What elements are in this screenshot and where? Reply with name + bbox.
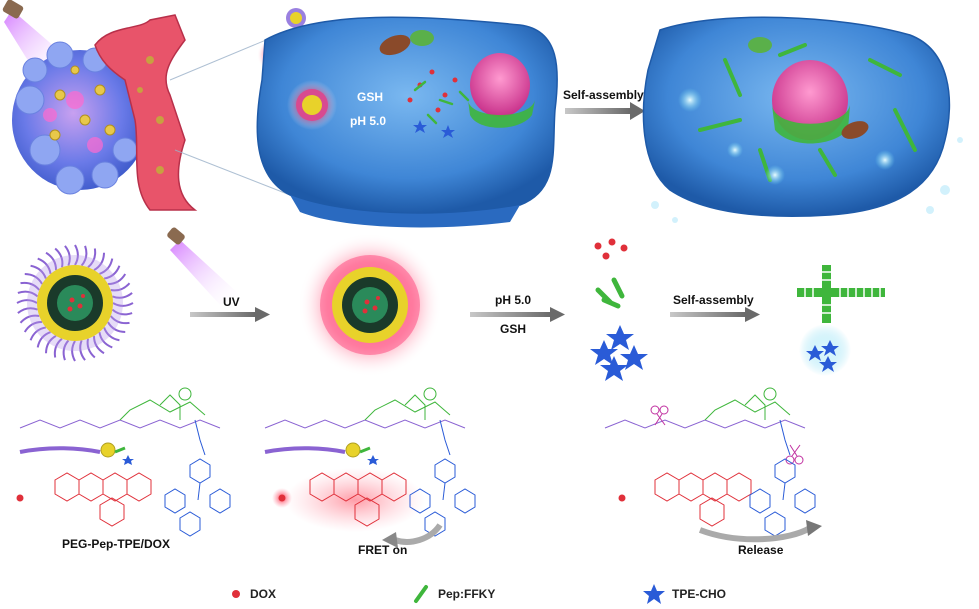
peg-strand xyxy=(37,257,52,275)
legend-tpe-icon xyxy=(643,584,665,604)
peg-strand xyxy=(64,245,71,266)
top-self-assembly-label: Self-assembly xyxy=(563,88,644,102)
peg-strand xyxy=(103,327,120,342)
peg-strand xyxy=(80,245,88,267)
peg-strand xyxy=(74,244,79,266)
peg-strand xyxy=(99,258,114,275)
caption-fret-on: FRET on xyxy=(358,543,408,557)
fiber-cross xyxy=(797,265,885,323)
peg-strand xyxy=(71,340,76,362)
legend-dox-label: DOX xyxy=(250,587,277,601)
uv-lamp-middle xyxy=(167,227,240,305)
peg-strand xyxy=(109,315,130,325)
cell-before xyxy=(256,16,559,228)
legend xyxy=(232,584,665,604)
cell-after xyxy=(642,16,963,223)
structure-left xyxy=(16,387,231,537)
middle-panel xyxy=(16,227,885,381)
uv-arrow xyxy=(190,307,270,322)
peg-strand xyxy=(110,282,131,292)
peg-strand xyxy=(53,337,63,358)
top-ph-label: pH 5.0 xyxy=(350,114,387,128)
peg-strand xyxy=(16,299,38,304)
peg-strand xyxy=(24,273,43,285)
peg-strand xyxy=(54,247,64,268)
aie-aggregates xyxy=(678,88,895,185)
caption-peg-pep-tpe-dox: PEG-Pep-TPE/DOX xyxy=(62,537,171,551)
peg-strand xyxy=(107,273,127,286)
peg-strand xyxy=(86,338,96,359)
uv-label: UV xyxy=(223,295,240,309)
middle-gsh-label: GSH xyxy=(500,322,527,336)
tumor-mass xyxy=(12,41,148,195)
peg-strand xyxy=(62,339,70,361)
floating-nanoparticle-1 xyxy=(286,8,306,28)
micelle-initial xyxy=(16,244,134,362)
peg-strand xyxy=(92,335,105,355)
caption-release: Release xyxy=(738,543,784,557)
tpe-aggregate xyxy=(799,324,851,376)
released-components xyxy=(590,238,648,381)
peg-strand xyxy=(45,251,58,271)
peg-strand xyxy=(45,335,57,354)
middle-self-assembly-label: Self-assembly xyxy=(673,293,754,307)
ph-gsh-arrow xyxy=(470,307,565,322)
peg-strand xyxy=(29,326,47,341)
legend-pep-label: Pep:FFKY xyxy=(438,587,496,601)
peg-strand xyxy=(36,331,51,348)
top-panel xyxy=(2,0,963,228)
peg-strand xyxy=(112,292,133,299)
legend-tpe-label: TPE-CHO xyxy=(672,587,726,601)
peg-strand xyxy=(23,320,43,333)
peg-strand xyxy=(20,281,41,291)
peg-strand xyxy=(112,302,134,307)
peg-strand xyxy=(87,248,97,269)
peg-strand xyxy=(17,290,39,298)
top-gsh-label: GSH xyxy=(357,90,384,104)
self-assembly-arrow-middle xyxy=(670,307,760,322)
payload-cloud-top xyxy=(407,69,470,138)
micelle-fret-on xyxy=(298,233,442,377)
peg-strand xyxy=(93,252,105,271)
peg-strand xyxy=(19,314,40,324)
self-assembly-arrow-top xyxy=(565,102,645,120)
peg-strand xyxy=(103,265,121,280)
scissor-icon-1 xyxy=(650,405,669,426)
structure-right xyxy=(604,387,822,543)
peg-strand xyxy=(107,321,126,333)
blood-vessel xyxy=(94,14,198,211)
peg-strand xyxy=(111,308,133,316)
structure-middle xyxy=(264,387,476,548)
peg-strand xyxy=(17,307,38,314)
legend-dox-icon xyxy=(232,590,240,598)
middle-ph-label: pH 5.0 xyxy=(495,293,532,307)
peg-strand xyxy=(30,264,47,279)
peg-strand xyxy=(79,340,86,361)
peg-strand xyxy=(98,331,113,349)
legend-pep-icon xyxy=(414,585,428,603)
